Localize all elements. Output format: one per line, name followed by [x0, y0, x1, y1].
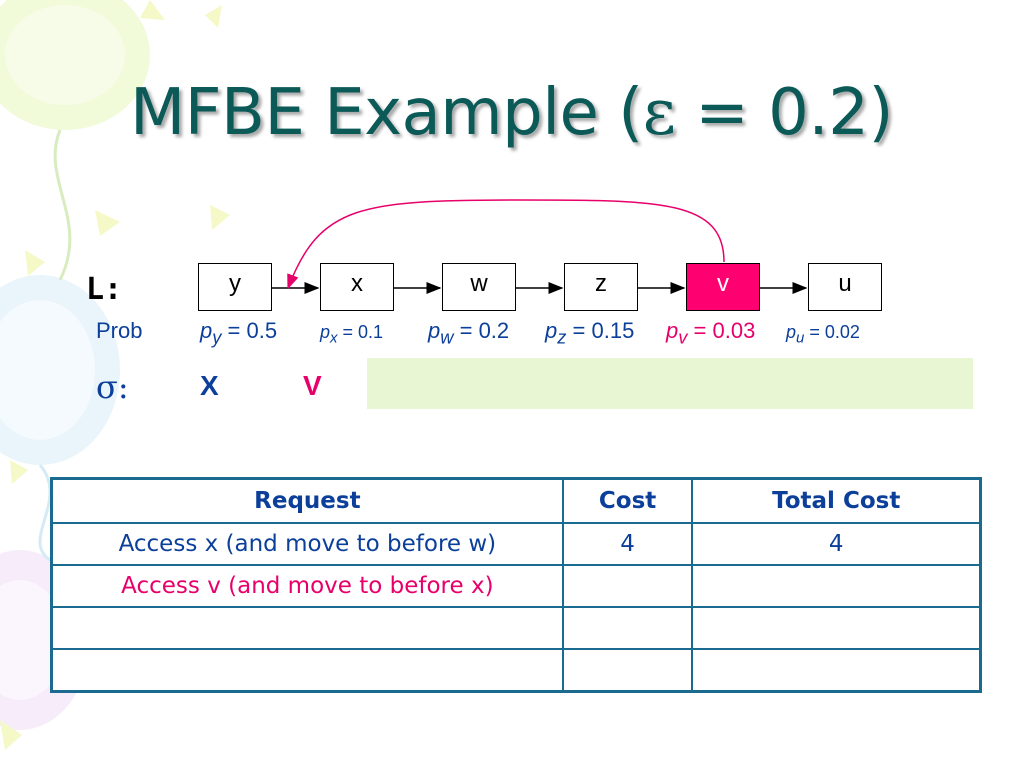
- list-node-w: w: [442, 263, 516, 311]
- cell-cost: [561, 606, 694, 650]
- sequence-item-x: X: [200, 370, 219, 401]
- table-row: Access v (and move to before x): [50, 564, 982, 608]
- star-decoration: [140, 0, 165, 20]
- cell-cost: 4: [561, 522, 694, 566]
- balloon-string: [53, 129, 72, 281]
- cell-request: Access v (and move to before x): [50, 564, 564, 608]
- cell-total: [691, 648, 982, 693]
- cell-request: Access x (and move to before w): [50, 522, 564, 566]
- list-label: L:: [86, 272, 123, 307]
- balloon-decoration: [5, 5, 125, 105]
- prob-y: py = 0.5: [200, 318, 278, 348]
- cell-total: [691, 606, 982, 650]
- prob-w: pw = 0.2: [428, 318, 510, 348]
- header-request: Request: [50, 477, 564, 524]
- balloon-string: [38, 464, 52, 562]
- cell-total: 4: [691, 522, 982, 566]
- cell-request: [50, 648, 564, 693]
- header-cost: Cost: [561, 477, 694, 524]
- title-suffix: = 0.2): [675, 76, 893, 150]
- list-node-v: v: [686, 263, 760, 311]
- request-table: Request Cost Total Cost Access x (and mo…: [50, 477, 982, 693]
- list-node-y: y: [198, 263, 272, 311]
- prob-x: px = 0.1: [320, 322, 384, 347]
- list-node-u: u: [808, 263, 882, 311]
- sequence-remaining-box: [367, 358, 973, 409]
- prob-u: pu = 0.02: [786, 322, 860, 347]
- cell-total: [691, 564, 982, 608]
- prob-v: pv = 0.03: [666, 318, 756, 348]
- table-header-row: Request Cost Total Cost: [50, 477, 982, 524]
- star-decoration: [205, 5, 222, 28]
- sequence-label: σ:: [96, 368, 129, 406]
- table-row: [50, 606, 982, 650]
- prob-label: Prob: [96, 318, 143, 343]
- slide-title: MFBE Example (ε = 0.2): [130, 76, 893, 150]
- star-decoration: [95, 210, 120, 236]
- title-epsilon: ε: [642, 76, 676, 150]
- table-row: [50, 648, 982, 693]
- title-prefix: MFBE Example (: [130, 76, 643, 150]
- balloon-decoration: [0, 580, 65, 700]
- cell-cost: [561, 564, 694, 608]
- star-decoration: [10, 460, 28, 484]
- sequence-item-v: V: [303, 370, 322, 401]
- cell-request: [50, 606, 564, 650]
- prob-z: pz = 0.15: [545, 318, 635, 348]
- header-total-cost: Total Cost: [691, 477, 982, 524]
- cell-cost: [561, 648, 694, 693]
- star-decoration: [25, 250, 45, 276]
- star-decoration: [0, 720, 22, 750]
- list-node-z: z: [564, 263, 638, 311]
- list-node-x: x: [320, 263, 394, 311]
- star-decoration: [210, 205, 230, 230]
- table-row: Access x (and move to before w) 4 4: [50, 522, 982, 566]
- balloon-decoration: [0, 300, 95, 440]
